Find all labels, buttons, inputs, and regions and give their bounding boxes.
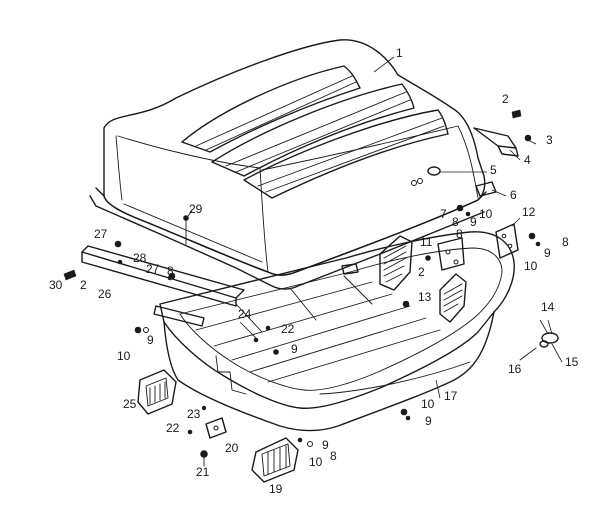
callout-label: 19: [269, 482, 283, 496]
callout-label: 21: [196, 465, 210, 479]
callout-label: 13: [418, 290, 432, 304]
callout-label: 3: [546, 133, 553, 147]
callout-label: 8: [452, 215, 459, 229]
callout-label: 20: [225, 441, 239, 455]
callout-label: 26: [98, 287, 112, 301]
callout-label: 10: [524, 259, 538, 273]
front-strip: [81, 245, 245, 327]
callout-label: 11: [420, 235, 433, 249]
callout-label: 9: [544, 246, 551, 260]
callout-label: 10: [421, 397, 435, 411]
callout-label: 17: [444, 389, 458, 403]
callout-label: 5: [490, 163, 497, 177]
bracket: [205, 417, 227, 439]
callout-label: 1: [396, 46, 403, 60]
side-hardware: [519, 332, 559, 361]
callout-label: 24: [238, 307, 252, 321]
callout-label: 23: [187, 407, 201, 421]
callout-label: 22: [281, 322, 295, 336]
lid-cover: [89, 39, 487, 290]
callout-label: 10: [117, 349, 131, 363]
callout-label: 22: [166, 421, 180, 435]
callout-label: 9: [322, 438, 329, 452]
callout-label: 12: [522, 205, 536, 219]
callout-label: 8: [562, 235, 569, 249]
latch: [475, 181, 497, 197]
base-tray: [159, 231, 515, 432]
callout-label: 2: [502, 92, 509, 106]
callout-label: 28: [133, 251, 147, 265]
callout-label: 29: [189, 202, 203, 216]
mounting-plate: [495, 223, 519, 259]
callout-label: 10: [309, 455, 323, 469]
callout-label: 25: [123, 397, 137, 411]
left-reflector: [137, 369, 177, 415]
fasteners: [63, 109, 541, 467]
callout-label: 8: [330, 449, 337, 463]
callout-label: 27: [146, 262, 160, 276]
callout-label: 9: [425, 414, 432, 428]
top-bracket: [473, 127, 519, 157]
callout-label: 2: [80, 278, 87, 292]
callout-label: 7: [440, 207, 447, 221]
callout-label: 9: [470, 215, 477, 229]
callout-label: 8: [456, 227, 463, 241]
callout-label: 9: [291, 342, 298, 356]
callout-label: 16: [508, 362, 522, 376]
callout-label: 2: [418, 265, 425, 279]
leader-lines: [187, 56, 563, 399]
callout-label: 6: [510, 188, 517, 202]
callout-label: 9: [147, 333, 154, 347]
right-reflector: [251, 437, 299, 483]
callout-label: 10: [479, 207, 493, 221]
callout-label: 4: [524, 153, 531, 167]
callout-label: 30: [49, 278, 63, 292]
callout-label: 27: [94, 227, 108, 241]
callout-label: 14: [541, 300, 555, 314]
callout-label: 15: [565, 355, 579, 369]
callout-label: 8: [167, 264, 174, 278]
